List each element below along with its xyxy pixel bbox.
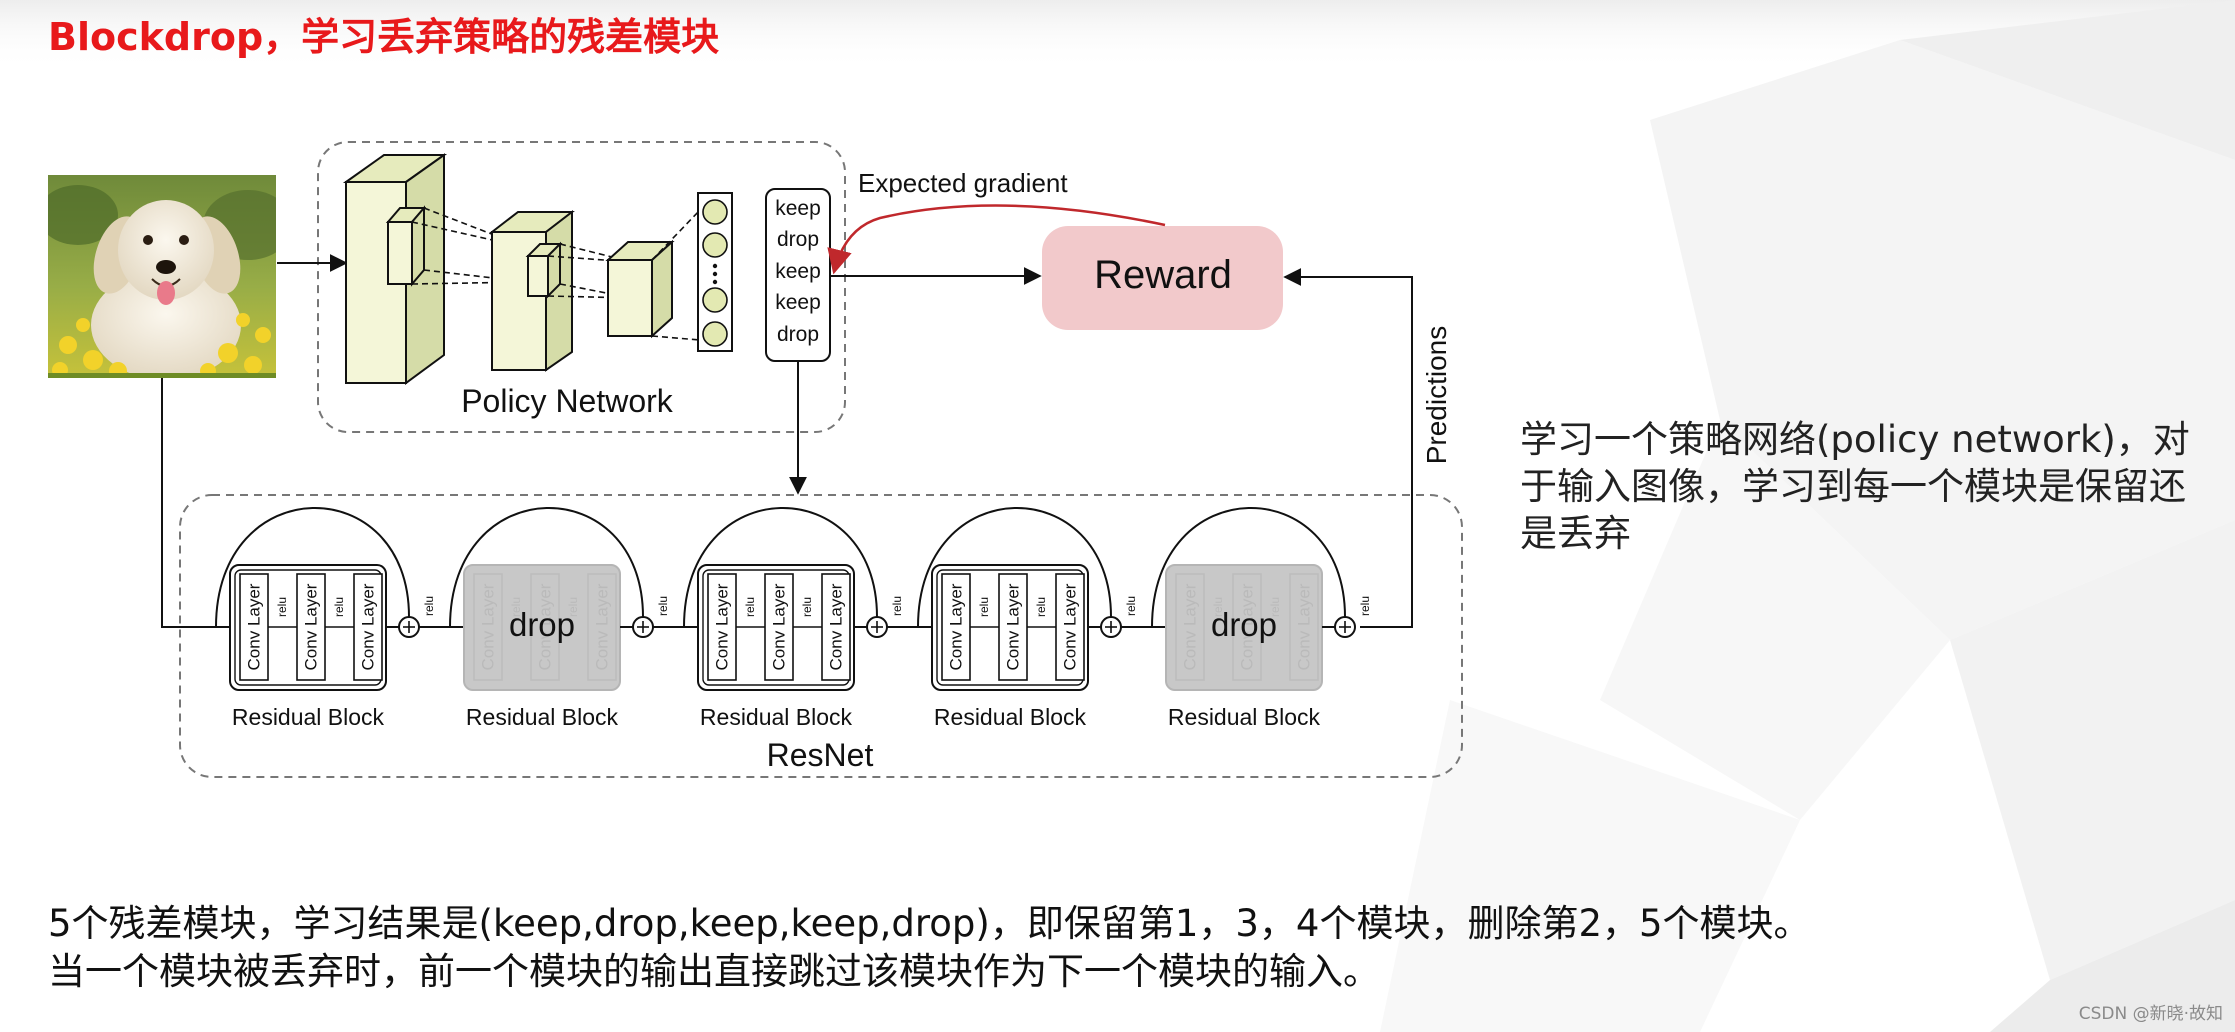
relu-label: relu (656, 596, 670, 616)
conv-layer-label: Conv Layer (1004, 583, 1023, 670)
conv-layer (1055, 573, 1085, 681)
bottom-line-2: 当一个模块被丢弃时，前一个模块的输出直接跳过该模块作为下一个模块的输入。 (48, 950, 1380, 993)
conv-layer-label: Conv Layer (713, 583, 732, 670)
skip-connection-arc (449, 507, 644, 628)
conv-layer-label: Conv Layer (1295, 583, 1314, 670)
relu-label: relu (800, 597, 814, 617)
conv-layer-label: Conv Layer (536, 583, 555, 670)
conv-layer (1232, 573, 1262, 681)
relu-label: relu (1268, 597, 1282, 617)
relu-label: relu (890, 596, 904, 616)
conv-layer-label: Conv Layer (1061, 583, 1080, 670)
residual-block-label: Residual Block (466, 704, 619, 730)
skip-connection-arc (1151, 507, 1346, 628)
relu-label: relu (1358, 596, 1372, 616)
watermark: CSDN @新晓·故知 (2078, 1004, 2223, 1024)
residual-block-1: Conv Layer relu Conv Layer relu Conv Layer re… (215, 507, 436, 730)
conv-layer (1175, 573, 1205, 681)
relu-label: relu (977, 597, 991, 617)
residual-block-3: Conv Layer relu Conv Layer relu Conv Layer re… (653, 507, 904, 730)
sum-node (1100, 616, 1122, 638)
policy-conv-volume-1 (342, 153, 448, 385)
relu-label: relu (509, 597, 523, 617)
side-description: 学习一个策略网络(policy network)，对于输入图像，学习到每一个模块… (1520, 418, 2190, 555)
conv-layer-label: Conv Layer (245, 583, 264, 670)
relu-label: relu (275, 597, 289, 617)
conv-layer-label: Conv Layer (1181, 583, 1200, 670)
sum-node (866, 616, 888, 638)
conv-layer-label: Conv Layer (947, 583, 966, 670)
sum-node (632, 616, 654, 638)
slide-title: Blockdrop，学习丢弃策略的残差模块 (48, 15, 720, 59)
skip-connection-arc (917, 507, 1112, 628)
relu-label: relu (743, 597, 757, 617)
policy-fc-lines (651, 209, 701, 341)
relu-label: relu (422, 596, 436, 616)
policy-output-4: drop (777, 323, 819, 346)
reward-label: Reward (1094, 253, 1232, 297)
expected-gradient-label: Expected gradient (858, 168, 1068, 198)
relu-label: relu (1124, 596, 1138, 616)
input-image-dog (48, 175, 276, 378)
conv-layer (998, 573, 1028, 681)
conv-layer (530, 573, 560, 681)
policy-output-2: keep (775, 260, 821, 283)
residual-block-label: Residual Block (934, 704, 1087, 730)
conv-layer-label: Conv Layer (479, 583, 498, 670)
relu-label: relu (332, 597, 346, 617)
conv-layer-label: Conv Layer (593, 583, 612, 670)
bottom-line-1: 5个残差模块，学习结果是(keep,drop,keep,keep,drop)，即… (48, 902, 1811, 945)
predictions-label: Predictions (1421, 326, 1452, 465)
policy-conv-volume-2 (489, 209, 575, 372)
conv-layer-label: Conv Layer (1238, 583, 1257, 670)
sum-node (1334, 616, 1356, 638)
relu-label: relu (1211, 597, 1225, 617)
conv-layer (821, 573, 851, 681)
conv-layer (296, 573, 326, 681)
resnet-label: ResNet (767, 737, 874, 773)
conv-layer (473, 573, 503, 681)
conv-layer (353, 573, 383, 681)
relu-label: relu (1034, 597, 1048, 617)
policy-output-0: keep (775, 197, 821, 220)
expected-gradient-arrow (827, 204, 1166, 275)
relu-label: relu (566, 597, 580, 617)
skip-connection-arc (683, 507, 878, 628)
policy-output-3: keep (775, 291, 821, 314)
policy-conv-volume-3 (605, 239, 675, 339)
residual-block-label: Residual Block (1168, 704, 1321, 730)
predictions-arrow (1283, 268, 1413, 628)
residual-block-label: Residual Block (700, 704, 853, 730)
policy-fc-layer (697, 192, 733, 352)
skip-connection-arc (215, 507, 410, 628)
conv-layer-label: Conv Layer (302, 583, 321, 670)
policy-network-label: Policy Network (461, 383, 674, 419)
image-to-resnet-line (161, 378, 230, 628)
policy-output-1: drop (777, 228, 819, 251)
residual-block-label: Residual Block (232, 704, 385, 730)
drop-label: drop (1211, 606, 1277, 643)
conv-layer-label: Conv Layer (827, 583, 846, 670)
bottom-description: 5个残差模块，学习结果是(keep,drop,keep,keep,drop)，即… (48, 900, 2148, 996)
conv-layer (587, 573, 617, 681)
residual-block-4: Conv Layer relu Conv Layer relu Conv Layer re… (887, 507, 1138, 730)
conv-layer (1289, 573, 1319, 681)
reward-box (1042, 226, 1283, 330)
drop-label: drop (509, 606, 575, 643)
policy-network-box (317, 141, 846, 433)
resnet-box (179, 494, 1463, 778)
conv-layer (941, 573, 971, 681)
sum-node (398, 616, 420, 638)
conv-layer-label: Conv Layer (770, 583, 789, 670)
conv-layer-label: Conv Layer (359, 583, 378, 670)
residual-blocks: Conv Layer relu Conv Layer relu Conv Layer re… (215, 507, 1372, 730)
